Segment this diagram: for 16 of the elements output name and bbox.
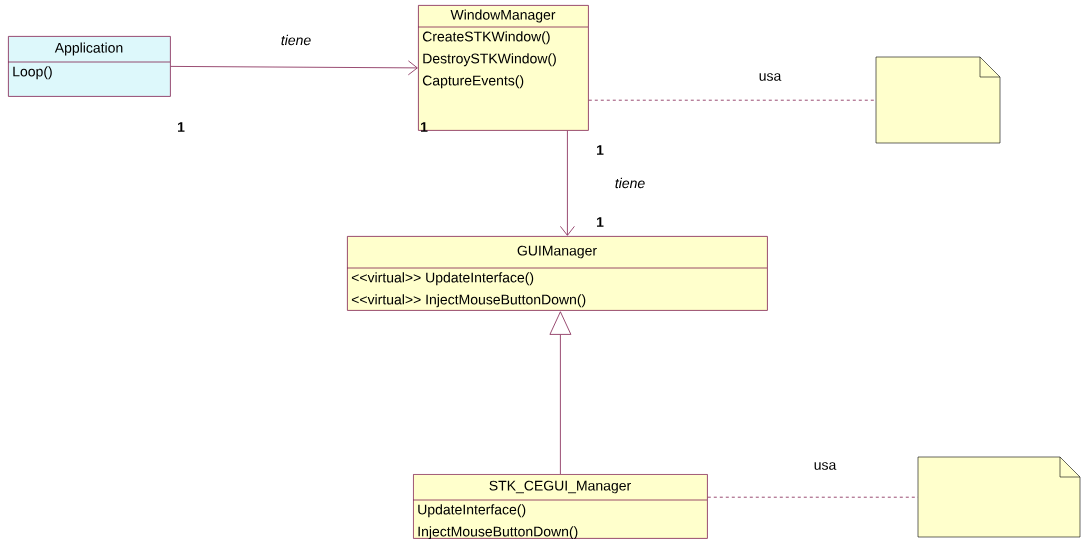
multiplicity-label: 1: [421, 122, 428, 132]
edge-label: usa: [757, 72, 783, 82]
note-shape: [875, 56, 1001, 144]
class-box: STK_CEGUI_Manager UpdateInterface() InjectMouseButtonDown(): [412, 474, 708, 539]
edge-label: tiene: [279, 33, 313, 47]
note-shape: [917, 456, 1081, 538]
edge-label: tiene: [613, 176, 647, 190]
arrow: [170, 60, 418, 76]
multiplicity-label: 1: [597, 145, 604, 155]
class-box: GUIManager <<virtual>> UpdateInterface() <<virtual>> InjectMouseButtonDown(): [346, 236, 768, 311]
multiplicity-label: 1: [178, 122, 185, 132]
edge-label: usa: [812, 461, 838, 471]
arrow: [549, 311, 572, 475]
dashed-line: [707, 496, 919, 498]
arrow: [560, 130, 575, 236]
class-box: Application Loop(): [7, 36, 171, 97]
